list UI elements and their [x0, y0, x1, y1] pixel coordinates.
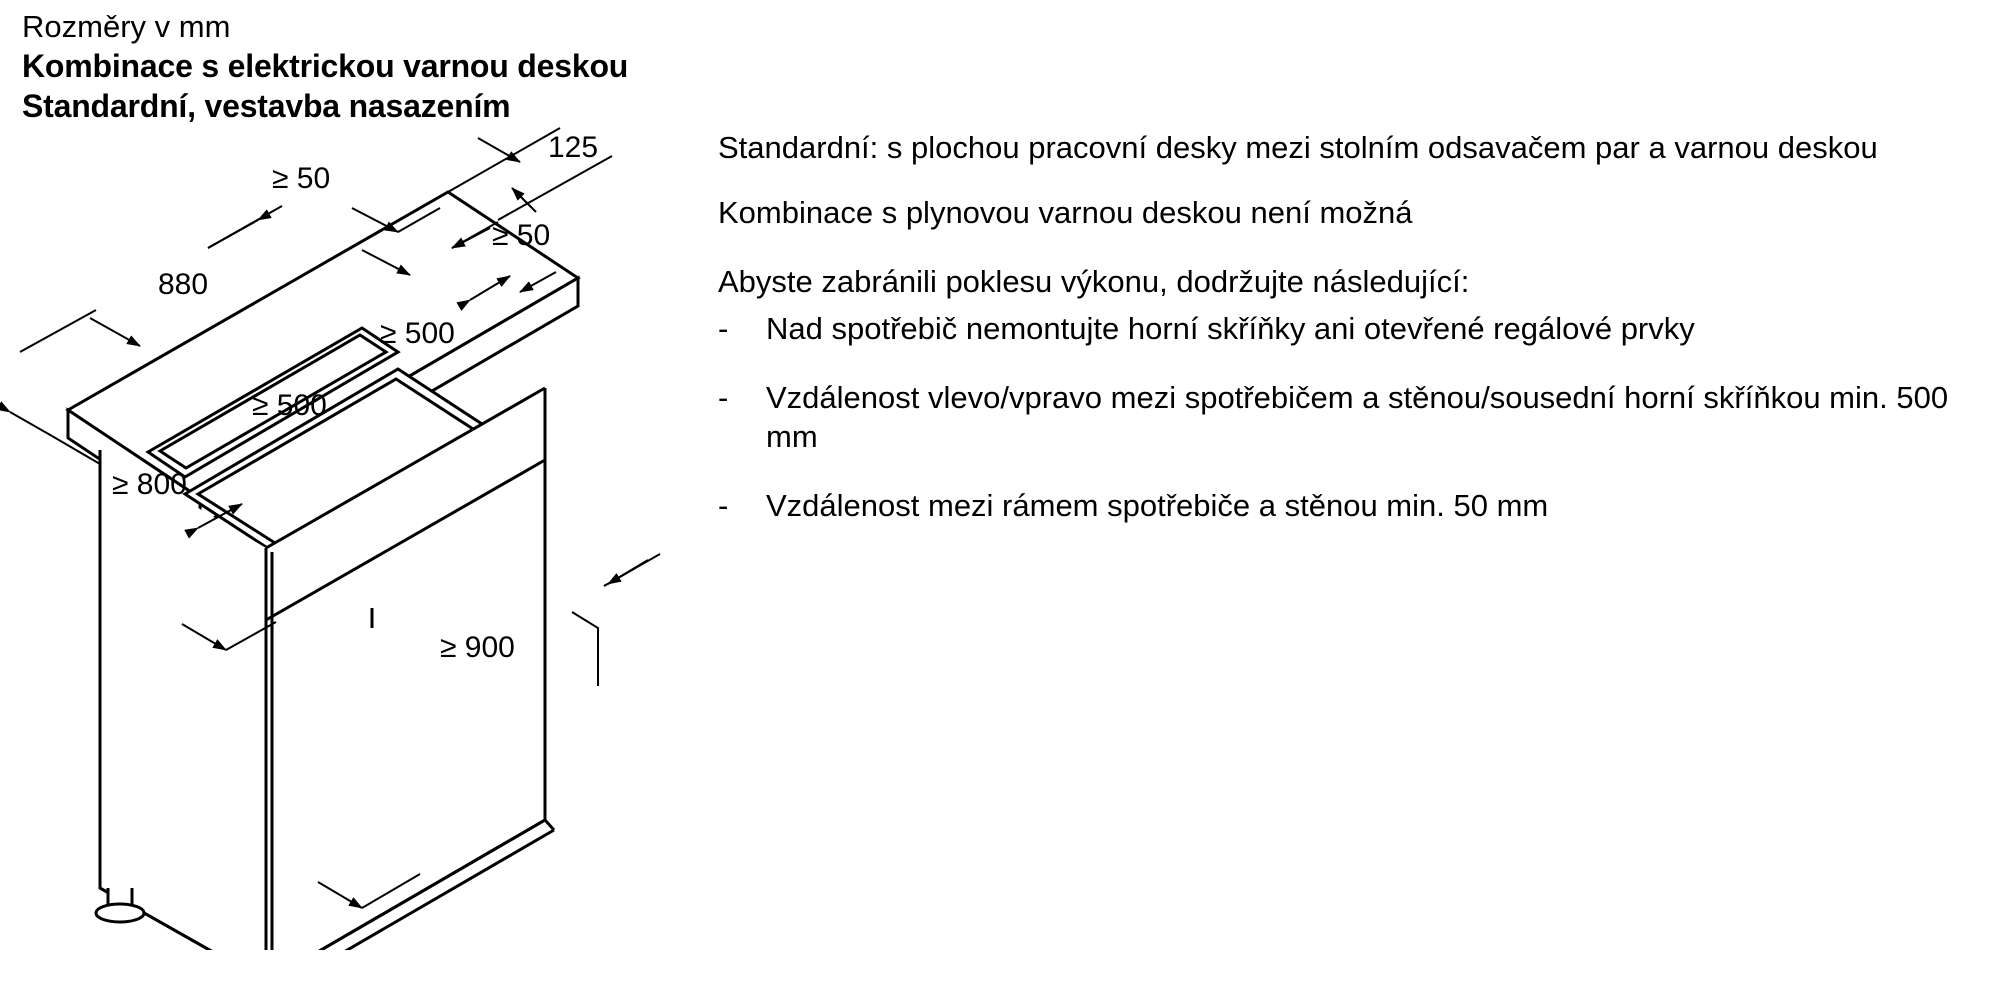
- dim-top50-ext: [397, 207, 441, 233]
- cabinet-base-right-cap: [543, 818, 556, 832]
- note-paragraph-gas: Kombinace s plynovou varnou deskou není …: [718, 195, 1413, 230]
- page-title-line-1: Kombinace s elektrickou varnou deskou: [22, 48, 629, 84]
- label-800: ≥ 800: [112, 468, 187, 501]
- dim-900-arrow-left: [317, 881, 363, 909]
- bullet-dash-icon: -: [718, 380, 729, 415]
- dim-800-ext-top: [51, 435, 101, 465]
- label-125: 125: [548, 131, 598, 164]
- dim-500r-line: [456, 275, 511, 311]
- dim-800-arrow-bottom: [181, 623, 227, 651]
- label-880: 880: [158, 268, 208, 301]
- dim-top50-arrow: [351, 207, 399, 233]
- cabinet-base-front-2: [344, 828, 555, 950]
- label-500-right: ≥ 500: [380, 317, 455, 350]
- dim-880-arrow-low: [89, 317, 141, 347]
- cabinet-body: [65, 190, 581, 950]
- dim-900-ext-right: [603, 553, 661, 587]
- list-item-text: Vzdálenost mezi rámem spotřebiče a stěno…: [766, 488, 1549, 523]
- list-item: - Nad spotřebič nemontujte horní skříňky…: [718, 309, 1988, 348]
- dim-125-arrow-left: [477, 137, 521, 163]
- dimension-labels: ≥ 50 125 ≥ 50 880 ≥ 500 ≥ 500 ≥ 800 ≥ 90…: [112, 131, 598, 664]
- dim-500f-line: [184, 503, 243, 539]
- dim-right50-ext: [451, 221, 499, 249]
- label-top-50: ≥ 50: [272, 162, 330, 195]
- isometric-drawing: ≥ 50 125 ≥ 50 880 ≥ 500 ≥ 500 ≥ 800 ≥ 90…: [0, 120, 700, 950]
- bullet-dash-icon: -: [718, 311, 729, 346]
- label-500-front: ≥ 500: [252, 389, 327, 422]
- dim-900-right-leader: [571, 611, 599, 686]
- dim-top50-arrow-2: [361, 249, 411, 276]
- label-900: ≥ 900: [440, 631, 515, 664]
- cabinet-niche-shelf-edge: [265, 458, 546, 622]
- dim-125-arrow-right: [511, 187, 537, 213]
- heading-block: Rozměry v mm Kombinace s elektrickou var…: [22, 8, 922, 126]
- bullet-dash-icon: -: [718, 488, 729, 523]
- cabinet-base-front: [318, 818, 546, 950]
- dim-800-arrow-top: [0, 401, 53, 437]
- dim-125-extension-b: [497, 155, 613, 221]
- notes-bullet-list: - Nad spotřebič nemontujte horní skříňky…: [718, 309, 1988, 525]
- dim-800-ext-bottom: [225, 621, 277, 651]
- list-item: - Vzdálenost vlevo/vpravo mezi spotřebič…: [718, 378, 1988, 456]
- units-label: Rozměry v mm: [22, 9, 231, 44]
- cabinet-isometric-svg: ≥ 50 125 ≥ 50 880 ≥ 500 ≥ 500 ≥ 800 ≥ 90…: [0, 127, 661, 950]
- note-paragraph-standard: Standardní: s plochou pracovní desky mez…: [718, 130, 1878, 165]
- note-paragraph-performance: Abyste zabránili poklesu výkonu, dodržuj…: [718, 264, 1470, 299]
- foot-left-disc: [94, 902, 146, 924]
- downdraft-slot-inner: [157, 333, 389, 470]
- list-item-text: Vzdálenost vlevo/vpravo mezi spotřebičem…: [766, 380, 1949, 454]
- label-right-50: ≥ 50: [492, 219, 550, 252]
- notes-column: Standardní: s plochou pracovní desky mez…: [718, 128, 1988, 555]
- dim-right50-arrow-2: [519, 271, 557, 293]
- page-title-line-2: Standardní, vestavba nasazením: [22, 88, 511, 124]
- dim-900-ext-left: [361, 873, 421, 909]
- dimension-lines: [0, 127, 661, 909]
- adjustable-feet: [94, 888, 146, 924]
- dim-125-extension-a: [447, 127, 561, 193]
- cabinet-front-top-edge: [265, 386, 546, 550]
- dim-880-ext-upper: [207, 205, 283, 249]
- list-item-text: Nad spotřebič nemontujte horní skříňky a…: [766, 311, 1695, 346]
- dim-880-ext-lower: [19, 309, 97, 353]
- list-item: - Vzdálenost mezi rámem spotřebiče a stě…: [718, 486, 1988, 525]
